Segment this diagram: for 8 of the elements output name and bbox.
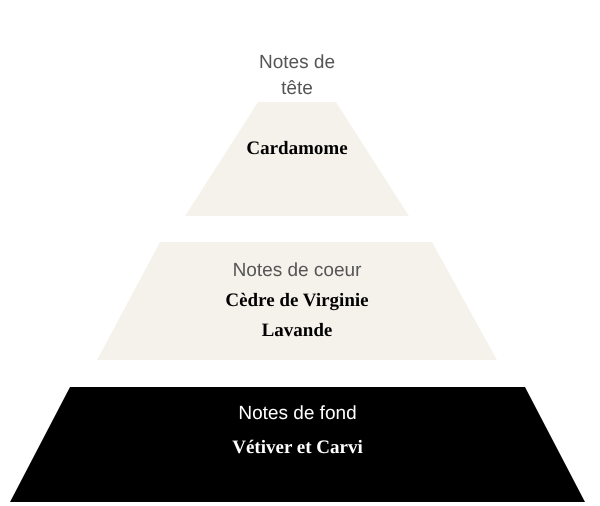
note-text: Lavande [262,319,332,343]
pyramid-base-layer [10,387,585,502]
layer-heading: Notes de tête [258,51,336,101]
layer-heading: Notes de fond [237,402,358,426]
layer-heading: Notes de coeur [232,259,362,283]
note-text: Vétiver et Carvi [232,436,363,460]
note-text: Cèdre de Virginie [225,289,369,313]
note-text: Cardamome [246,137,348,161]
